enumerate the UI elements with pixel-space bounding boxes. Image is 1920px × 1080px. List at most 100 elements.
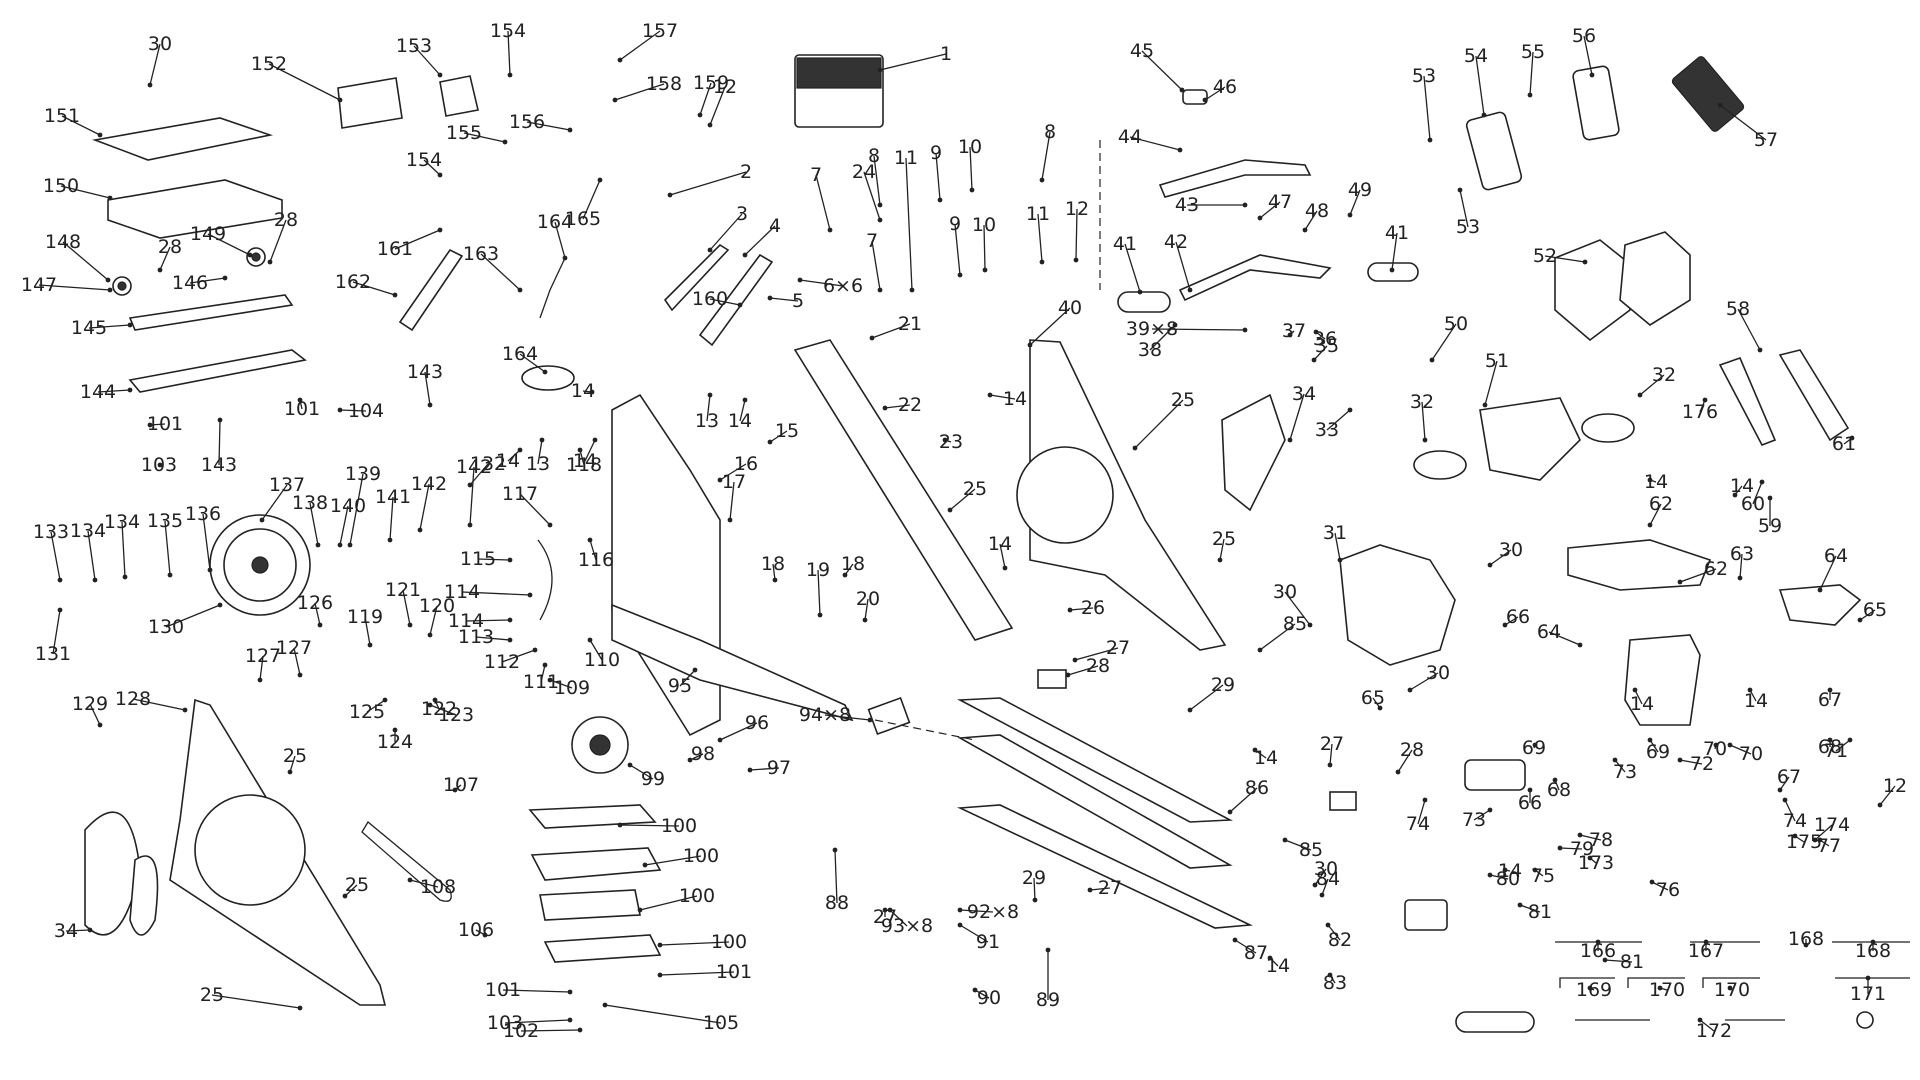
part-number-label: 91 (976, 931, 1000, 953)
part-number-label: 129 (72, 693, 108, 715)
part-number-label: 47 (1268, 191, 1292, 213)
part-number-label: 22 (898, 394, 922, 416)
part-number-label: 81 (1620, 951, 1644, 973)
fastener-dot (247, 252, 253, 258)
leader-line (423, 159, 441, 176)
fastener-dot (642, 862, 648, 868)
part-number-label: 30 (1499, 539, 1523, 561)
fastener-dot (972, 987, 978, 993)
fastener-dot (1311, 357, 1317, 363)
part-number-label: 14 (1730, 475, 1754, 497)
part-number-label: 43 (1175, 194, 1199, 216)
part-number-label: 88 (825, 892, 849, 914)
fastener-dot (147, 422, 153, 428)
fastener-dot (597, 177, 603, 183)
fastener-dot (1649, 879, 1655, 885)
leader-line (504, 1019, 571, 1024)
leader-line (1259, 201, 1281, 219)
leader-line (1489, 874, 1509, 880)
part-number-label: 20 (856, 588, 880, 610)
part-number-label: 154 (490, 20, 526, 42)
leader-line (465, 619, 511, 622)
part-number-label: 8 (1044, 121, 1056, 143)
part-number-label: 143 (407, 361, 443, 383)
part-number-label: 113 (458, 626, 494, 648)
leader-line (475, 636, 511, 641)
fastener-dot (347, 542, 353, 548)
leader-line (207, 233, 251, 256)
fastener-dot (1857, 617, 1863, 623)
part-number-label: 101 (147, 413, 183, 435)
part-number-label: 99 (641, 768, 665, 790)
leader-line (1327, 924, 1341, 941)
part-number-label: 97 (767, 757, 791, 779)
fastener-dot (337, 407, 343, 413)
leader-line (1634, 689, 1643, 705)
part-number-label: 109 (554, 677, 590, 699)
part-number-label: 134 (104, 511, 140, 533)
leader-line (50, 531, 61, 581)
fastener-dot (942, 437, 948, 443)
leader-line (1559, 847, 1583, 850)
part-number-label: 7 (866, 230, 878, 252)
part-number-label: 13 (526, 453, 550, 475)
fastener-dot (767, 295, 773, 301)
part-number-label: 90 (977, 987, 1001, 1009)
part-number-label: 120 (419, 595, 455, 617)
fastener-dot (627, 762, 633, 768)
fastener-dot (1187, 707, 1193, 713)
fastener-dot (1457, 187, 1463, 193)
leader-line (959, 909, 994, 913)
part-number-label: 25 (200, 984, 224, 1006)
leader-line (769, 430, 788, 443)
leader-line (259, 655, 264, 681)
fastener-dot (1677, 579, 1683, 585)
part-number-label: 171 (1850, 983, 1886, 1005)
leader-line (1124, 243, 1141, 293)
leader-line (366, 699, 386, 713)
fastener-dot (1587, 855, 1593, 861)
fastener-dot (437, 227, 443, 233)
fastener-dot (877, 287, 883, 293)
fastener-dot (667, 192, 673, 198)
part-number-label: 71 (1824, 740, 1848, 762)
fastener-dot (87, 927, 93, 933)
part-number-label: 145 (71, 317, 107, 339)
part-number-label: 28 (1086, 655, 1110, 677)
fastener-dot (57, 577, 63, 583)
leader-line (349, 473, 364, 546)
part-number-label: 89 (1036, 989, 1060, 1011)
fastener-dot (747, 767, 753, 773)
leader-line (419, 483, 430, 531)
leader-line (268, 63, 341, 101)
part-number-label: 144 (80, 381, 116, 403)
fastener-dot (317, 622, 323, 628)
part-number-label: 80 (1496, 868, 1520, 890)
fastener-dot (657, 942, 663, 948)
fastener-dot (1257, 647, 1263, 653)
leader-line (261, 484, 288, 521)
fastener-dot (1487, 872, 1493, 878)
fastener-dot (122, 574, 128, 580)
part-number-label: 53 (1456, 216, 1480, 238)
leader-line (1229, 787, 1258, 813)
leader-line (38, 284, 111, 291)
leader-line (97, 389, 131, 393)
part-number-label: 60 (1741, 493, 1765, 515)
fastener-dot (567, 989, 573, 995)
fastener-dot (1602, 957, 1608, 963)
fastener-dot (1502, 867, 1508, 873)
part-number-label: 149 (190, 223, 226, 245)
leader-line (402, 589, 411, 626)
leader-line (817, 569, 821, 616)
part-number-label: 101 (485, 979, 521, 1001)
fastener-dot (217, 602, 223, 608)
part-number-label: 31 (1323, 522, 1347, 544)
leader-line (218, 419, 221, 466)
fastener-dot (297, 1005, 303, 1011)
part-number-label: 85 (1283, 613, 1307, 635)
fastener-dot (742, 397, 748, 403)
part-number-label: 64 (1824, 545, 1848, 567)
leader-line (834, 849, 838, 904)
part-number-label: 74 (1406, 813, 1430, 835)
